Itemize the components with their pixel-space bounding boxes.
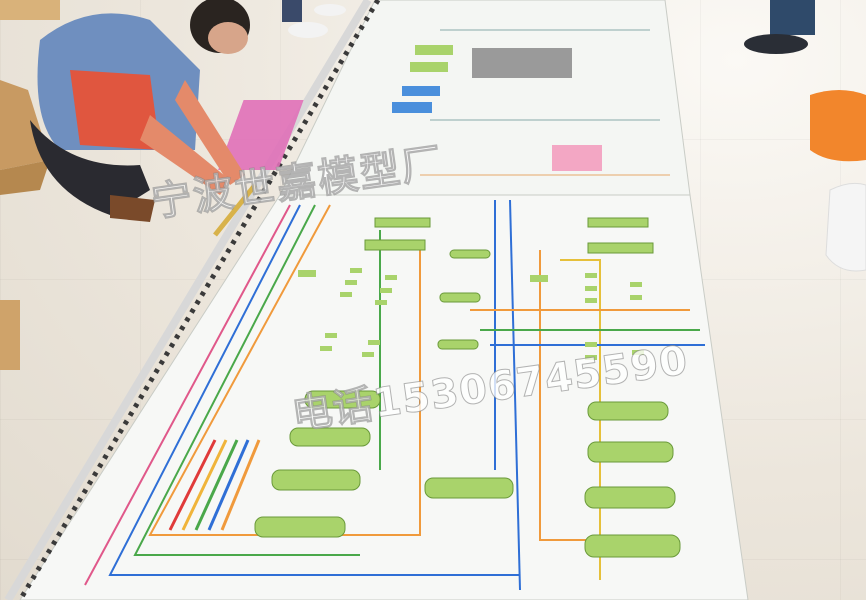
green-tanks [254, 217, 681, 558]
standing-feet [282, 0, 815, 54]
legend-stripes [168, 439, 261, 531]
upper-diagram-section [218, 29, 670, 176]
white-bag [825, 182, 866, 272]
kneeling-worker [30, 0, 257, 237]
small-components [298, 268, 644, 360]
orange-bag [810, 90, 866, 162]
